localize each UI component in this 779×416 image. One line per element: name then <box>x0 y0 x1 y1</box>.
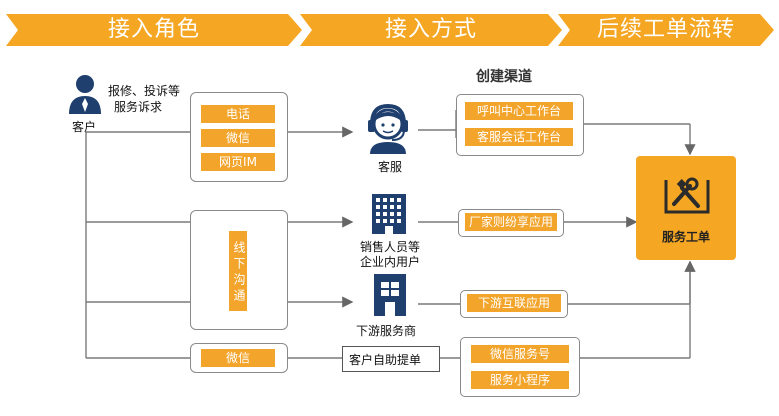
service-ticket-label: 服务工单 <box>661 230 710 244</box>
channel-wechat-service[interactable]: 微信服务号 <box>471 345 569 363</box>
person-icon <box>66 74 104 114</box>
wechat-box: 微信 <box>190 343 288 373</box>
method-phone[interactable]: 电话 <box>201 105 275 123</box>
band-arrow-shape <box>6 14 302 46</box>
sales-channel-box: 厂家则纷享应用 <box>458 209 564 237</box>
contact-methods-box: 电话 微信 网页IM <box>190 92 288 182</box>
downstream-channel-box: 下游互联应用 <box>460 290 568 318</box>
channel-interconnect-app[interactable]: 下游互联应用 <box>467 294 561 312</box>
header-band-workflow: 后续工单流转 <box>558 14 774 46</box>
customer-label: 客户 <box>72 120 97 134</box>
headset-agent-icon <box>360 102 416 154</box>
downstream-label: 下游服务商 <box>356 324 417 338</box>
customer-request-line2: 服务诉求 <box>114 100 163 114</box>
offline-box: 线下沟通 <box>190 210 288 330</box>
channel-call-center[interactable]: 呼叫中心工作台 <box>465 102 573 120</box>
header-band-roles: 接入角色 <box>6 14 302 46</box>
store-icon <box>372 272 408 316</box>
sales-label-line2: 企业内用户 <box>360 255 421 269</box>
self-service-box: 客户自助提单 <box>342 346 440 372</box>
customer-request-line1: 报修、投诉等 <box>108 84 181 98</box>
channel-mini-program[interactable]: 服务小程序 <box>471 371 569 389</box>
method-wechat-bottom[interactable]: 微信 <box>201 349 275 367</box>
channel-fxiaoke-app[interactable]: 厂家则纷享应用 <box>465 213 557 231</box>
band-label: 后续工单流转 <box>596 17 735 42</box>
method-wechat[interactable]: 微信 <box>201 129 275 147</box>
method-web-im[interactable]: 网页IM <box>201 153 275 171</box>
band-label: 接入角色 <box>107 17 200 42</box>
building-icon <box>366 190 412 234</box>
band-label: 接入方式 <box>384 17 477 42</box>
band-arrow-shape <box>300 14 562 46</box>
sales-label-line1: 销售人员等 <box>360 240 421 254</box>
method-offline-label: 线下沟通 <box>232 241 246 305</box>
agent-label: 客服 <box>378 160 403 174</box>
band-arrow-shape <box>558 14 774 46</box>
self-service-label: 客户自助提单 <box>349 353 422 367</box>
self-channels-box: 微信服务号 服务小程序 <box>460 337 580 397</box>
method-offline[interactable]: 线下沟通 <box>229 231 247 311</box>
wrench-screwdriver-icon <box>660 174 714 218</box>
header-band-methods: 接入方式 <box>300 14 562 46</box>
channel-chat-workbench[interactable]: 客服会话工作台 <box>465 128 573 146</box>
service-ticket-card[interactable]: 服务工单 <box>636 156 736 260</box>
subheading-create-channel: 创建渠道 <box>476 69 532 85</box>
agent-channels-box: 呼叫中心工作台 客服会话工作台 <box>456 94 584 156</box>
